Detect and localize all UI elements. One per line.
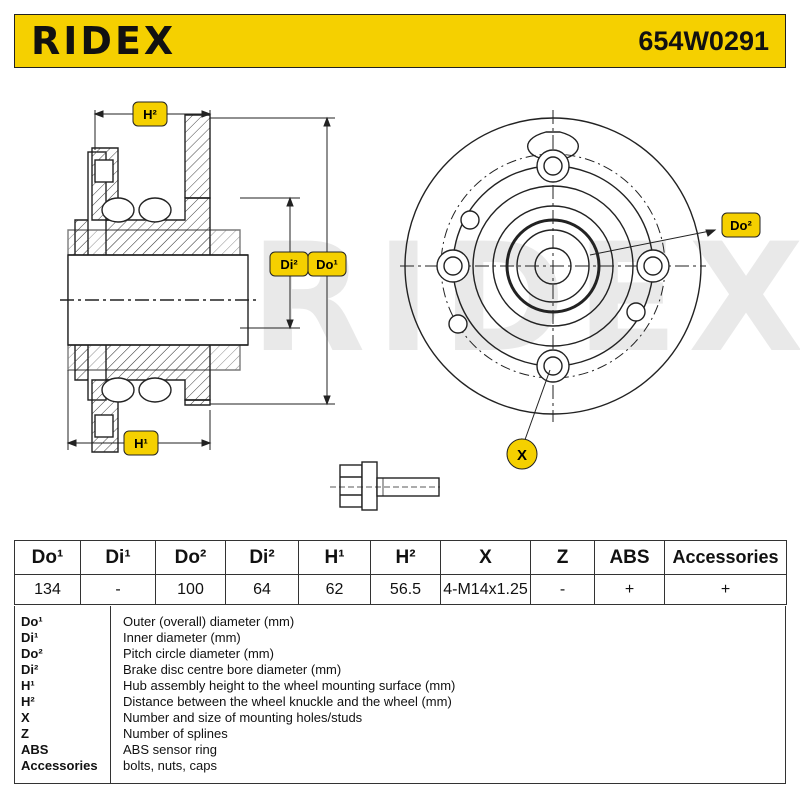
legend-key: ABS — [21, 742, 49, 757]
label-x: X — [517, 447, 527, 464]
label-h1-box — [123, 430, 159, 456]
watermark: RIDEX — [250, 212, 800, 386]
legend-key: Accessories — [21, 758, 98, 773]
mounting-holes — [436, 149, 670, 383]
header-h2: H² — [370, 540, 441, 575]
legend-key: Di¹ — [21, 630, 39, 645]
legend-desc: Number of splines — [123, 726, 228, 741]
label-do2-box — [721, 212, 761, 238]
legend-key: Do¹ — [21, 614, 43, 629]
technical-drawing: RIDEX — [60, 101, 800, 511]
legend-key: X — [21, 710, 30, 725]
legend-desc: Pitch circle diameter (mm) — [123, 646, 274, 661]
header-abs: ABS — [594, 540, 665, 575]
header-di2: Di² — [225, 540, 299, 575]
legend-key: Di² — [21, 662, 39, 677]
value-h2: 56.5 — [370, 574, 441, 605]
label-do1-box — [307, 251, 347, 277]
header-accessories: Accessories — [664, 540, 787, 575]
legend-desc: Brake disc centre bore diameter (mm) — [123, 662, 342, 677]
value-di1: - — [80, 574, 156, 605]
value-di2: 64 — [225, 574, 299, 605]
label-do1: Do¹ — [316, 257, 338, 272]
label-h1: H¹ — [134, 436, 148, 451]
hub-side-section — [60, 114, 260, 453]
header-z: Z — [530, 540, 595, 575]
label-do2: Do² — [730, 218, 752, 233]
header-di1: Di¹ — [80, 540, 156, 575]
header-h1: H¹ — [298, 540, 371, 575]
legend-desc: Hub assembly height to the wheel mountin… — [123, 678, 456, 693]
legend-desc: Distance between the wheel knuckle and t… — [123, 694, 452, 709]
specs-header-row: Do¹ Di¹ Do² Di² H¹ H² X Z ABS Accessorie… — [14, 540, 787, 575]
label-di2: Di² — [280, 257, 298, 272]
legend-key: H² — [21, 694, 35, 709]
header-x: X — [440, 540, 531, 575]
value-abs: + — [594, 574, 665, 605]
bolt — [330, 461, 440, 511]
part-number: 654W0291 — [638, 26, 769, 56]
legend-desc: bolts, nuts, caps — [123, 758, 217, 773]
value-z: - — [530, 574, 595, 605]
legend-desc: ABS sensor ring — [123, 742, 217, 757]
value-x: 4-M14x1.25 — [440, 574, 531, 605]
legend-key: Do² — [21, 646, 43, 661]
specs-value-row: 134 - 100 64 62 56.5 4-M14x1.25 - + + — [14, 574, 787, 605]
label-h2-box — [132, 101, 168, 127]
value-accessories: + — [664, 574, 787, 605]
label-x-circle — [506, 438, 538, 470]
legend-key: H¹ — [21, 678, 35, 693]
legend-desc: Number and size of mounting holes/studs — [123, 710, 363, 725]
header-do1: Do¹ — [14, 540, 81, 575]
value-do1: 134 — [14, 574, 81, 605]
legend-keys: Do¹ Di¹ Do² Di² H¹ H² X Z ABS Accessorie… — [15, 606, 111, 783]
header-do2: Do² — [155, 540, 226, 575]
legend-box: Do¹ Di¹ Do² Di² H¹ H² X Z ABS Accessorie… — [14, 606, 786, 784]
legend-desc: Inner diameter (mm) — [123, 630, 241, 645]
specs-table: Do¹ Di¹ Do² Di² H¹ H² X Z ABS Accessorie… — [14, 540, 787, 605]
header-bar: RIDEX 654W0291 — [14, 14, 786, 68]
legend-descriptions: Outer (overall) diameter (mm) Inner diam… — [123, 606, 455, 774]
brand-logo: RIDEX — [31, 19, 177, 63]
label-h2: H² — [143, 107, 157, 122]
value-do2: 100 — [155, 574, 226, 605]
legend-desc: Outer (overall) diameter (mm) — [123, 614, 295, 629]
legend-key: Z — [21, 726, 29, 741]
value-h1: 62 — [298, 574, 371, 605]
